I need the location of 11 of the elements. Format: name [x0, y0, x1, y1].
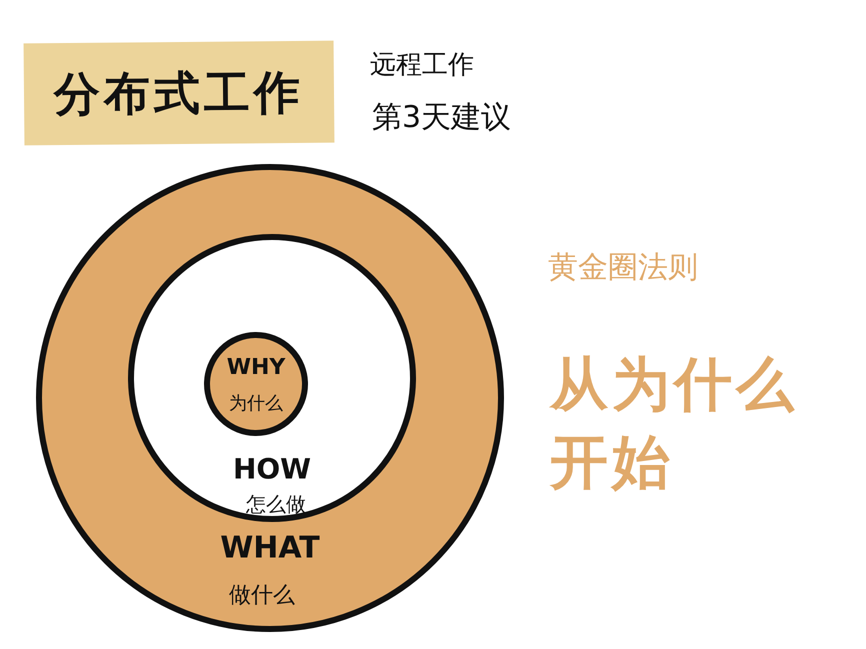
- circle-heading: HOW: [232, 454, 312, 486]
- subtitle-text: 远程工作: [370, 49, 474, 82]
- circle-caption: 做什么: [229, 584, 295, 608]
- title-banner: 分布式工作: [24, 40, 334, 146]
- subtitle-text: 第3天建议: [372, 99, 512, 137]
- circle-caption: 怎么做: [246, 493, 306, 515]
- slogan-text: 黄金圈法则: [548, 249, 698, 287]
- slogan-text: 从为什么开始: [550, 349, 799, 498]
- circle-heading: WHAT: [220, 532, 320, 564]
- circle-heading: WHY: [226, 356, 286, 380]
- circle-caption: 为什么: [229, 394, 283, 414]
